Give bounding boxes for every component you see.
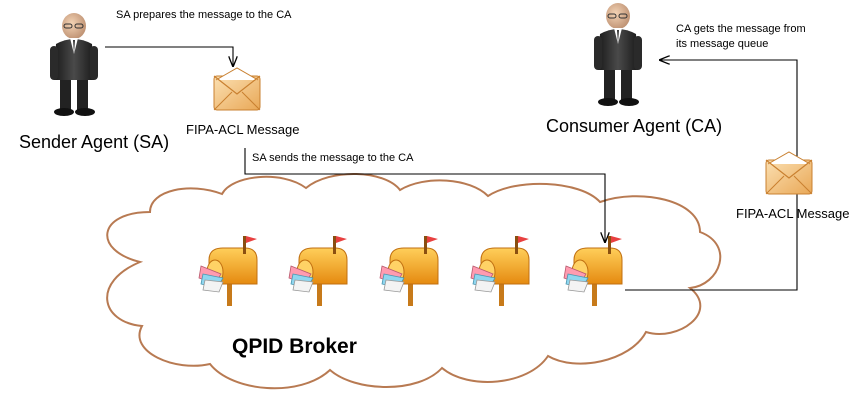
- arrow-prepare: [105, 46, 233, 66]
- mailbox-icon: [379, 236, 439, 306]
- mailbox-icon: [288, 236, 348, 306]
- step-send-label: SA sends the message to the CA: [252, 152, 414, 164]
- sa-message-label: FIPA-ACL Message: [186, 122, 300, 137]
- ca-message-label: FIPA-ACL Message: [736, 206, 850, 221]
- businessman-icon: [594, 3, 642, 106]
- step-get-label-line2: its message queue: [676, 38, 769, 50]
- step-prepare-label: SA prepares the message to the CA: [116, 9, 292, 21]
- arrow-send: [244, 148, 605, 242]
- step-get-label-line1: CA gets the message from: [676, 23, 806, 35]
- mailbox-icon: [470, 236, 530, 306]
- envelope-icon: [213, 67, 261, 111]
- businessman-icon: [50, 13, 98, 116]
- broker-label: QPID Broker: [232, 335, 357, 358]
- mailbox-icon: [563, 236, 623, 306]
- envelope-icon: [765, 151, 813, 195]
- mailbox-icon: [198, 236, 258, 306]
- queue-row: [198, 236, 623, 306]
- sender-agent-label: Sender Agent (SA): [19, 132, 170, 152]
- consumer-agent-label: Consumer Agent (CA): [546, 116, 723, 136]
